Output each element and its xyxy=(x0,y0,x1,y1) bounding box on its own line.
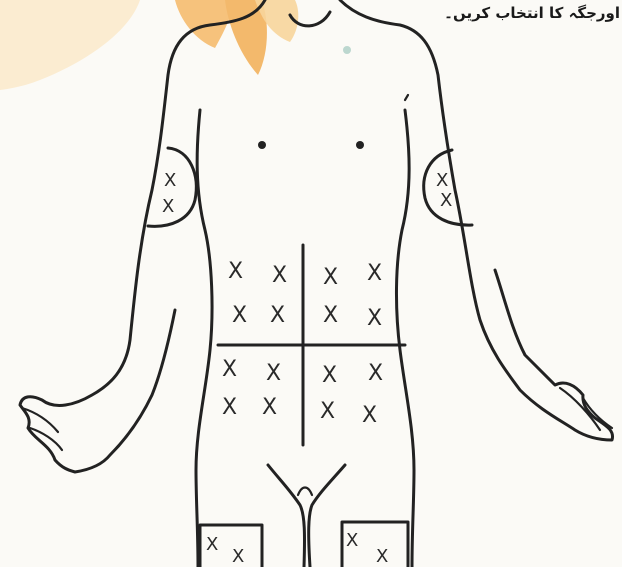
skin-mark xyxy=(405,95,408,100)
left-nipple xyxy=(258,141,266,149)
abdomen-mark: X xyxy=(266,361,281,386)
waist-left-outline xyxy=(196,110,212,567)
waist-right-outline xyxy=(396,110,414,567)
right-arm-mark: X xyxy=(436,170,448,191)
abdomen-mark: X xyxy=(368,361,383,386)
abdomen-mark: X xyxy=(362,403,377,428)
abdomen-mark: X xyxy=(222,395,237,420)
left-arm-mark: X xyxy=(162,196,174,217)
abdomen-mark: X xyxy=(270,303,285,328)
left-thigh-mark: X xyxy=(206,534,218,555)
right-arm-mark: X xyxy=(440,190,452,211)
abdomen-mark: X xyxy=(272,263,287,288)
right-thigh-mark: X xyxy=(346,530,358,551)
decorative-petals xyxy=(0,0,351,90)
abdomen-mark: X xyxy=(367,261,382,286)
left-arm-mark: X xyxy=(164,170,176,191)
abdomen-mark: X xyxy=(367,306,382,331)
abdomen-mark: X xyxy=(323,303,338,328)
abdomen-mark: X xyxy=(320,399,335,424)
groin-center xyxy=(298,488,312,496)
groin-outline xyxy=(268,465,345,567)
right-nipple xyxy=(356,141,364,149)
abdomen-mark: X xyxy=(322,363,337,388)
abdomen-mark: X xyxy=(262,395,277,420)
right-thigh-mark: X xyxy=(376,546,388,567)
abdomen-mark: X xyxy=(323,265,338,290)
abdomen-mark: X xyxy=(228,259,243,284)
left-thigh-mark: X xyxy=(232,546,244,567)
abdomen-mark: X xyxy=(222,357,237,382)
abdomen-mark: X xyxy=(232,303,247,328)
